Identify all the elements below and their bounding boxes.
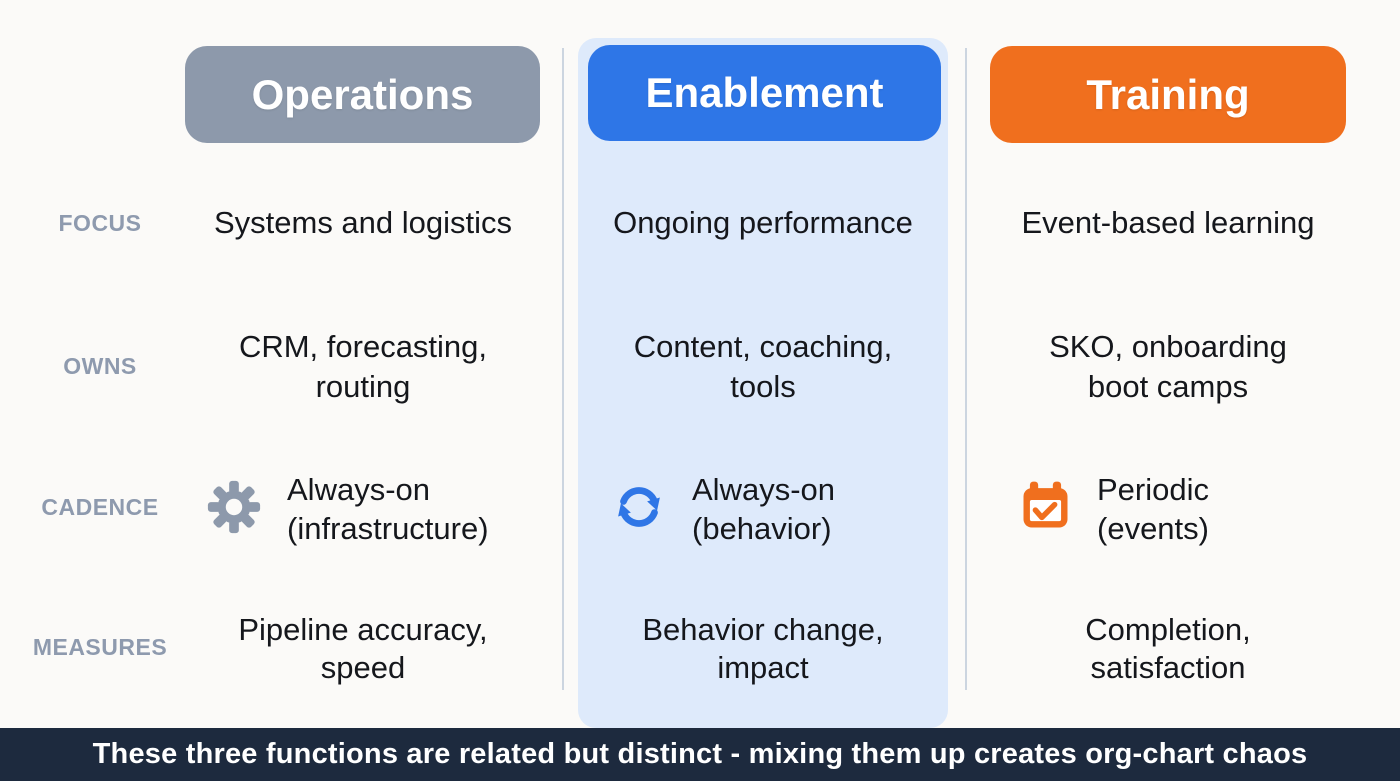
cell-operations-measures-line2: speed xyxy=(320,650,406,685)
cell-enablement-cadence-line2: (behavior) xyxy=(692,511,832,546)
column-header-enablement-label: Enablement xyxy=(645,69,884,116)
row-label-owns: OWNS xyxy=(63,353,137,379)
enablement-highlight-panel xyxy=(578,38,948,728)
cell-enablement-measures: Behavior change, impact xyxy=(563,611,963,687)
cell-enablement-measures-line1: Behavior change, xyxy=(642,612,884,647)
cell-training-cadence-line1: Periodic xyxy=(1097,472,1209,507)
cell-training-owns-line1: SKO, onboarding xyxy=(1049,329,1287,364)
cell-operations-cadence: Always-on (infrastructure) xyxy=(205,468,489,588)
cell-training-cadence-line2: (events) xyxy=(1097,511,1209,546)
cell-enablement-cadence-text: Always-on (behavior) xyxy=(692,470,835,548)
column-divider-left xyxy=(562,48,564,690)
column-header-operations-label: Operations xyxy=(251,70,474,118)
cell-operations-cadence-line2: (infrastructure) xyxy=(287,511,489,546)
gear-icon xyxy=(205,478,263,541)
column-header-enablement: Enablement xyxy=(588,45,941,141)
cell-enablement-measures-line2: impact xyxy=(717,650,809,685)
cell-training-measures: Completion, satisfaction xyxy=(968,611,1368,687)
cell-operations-owns-line2: routing xyxy=(315,369,411,404)
cell-enablement-owns-line2: tools xyxy=(730,369,796,404)
cell-operations-cadence-text: Always-on (infrastructure) xyxy=(287,470,489,548)
footer-caption-bar: These three functions are related but di… xyxy=(0,728,1400,781)
calendar-check-icon xyxy=(1018,478,1073,538)
cell-training-cadence: Periodic (events) xyxy=(1018,468,1209,588)
footer-caption-text: These three functions are related but di… xyxy=(92,738,1308,770)
cell-operations-measures: Pipeline accuracy, speed xyxy=(163,611,563,687)
cell-training-cadence-text: Periodic (events) xyxy=(1097,470,1209,548)
cell-operations-owns-line1: CRM, forecasting, xyxy=(238,329,488,364)
cell-training-measures-line2: satisfaction xyxy=(1090,650,1246,685)
row-label-cadence: CADENCE xyxy=(41,494,159,520)
cell-enablement-owns-line1: Content, coaching, xyxy=(633,329,893,364)
row-label-focus: FOCUS xyxy=(58,210,142,236)
cell-enablement-owns: Content, coaching, tools xyxy=(563,327,963,407)
column-divider-right xyxy=(965,48,967,690)
cell-enablement-cadence-line1: Always-on xyxy=(692,472,835,507)
cell-operations-measures-line1: Pipeline accuracy, xyxy=(238,612,488,647)
cell-training-measures-line1: Completion, xyxy=(1085,612,1251,647)
column-header-operations: Operations xyxy=(185,46,540,143)
cell-operations-focus: Systems and logistics xyxy=(213,205,513,240)
sync-icon xyxy=(610,478,668,541)
column-header-training-label: Training xyxy=(1086,70,1250,118)
cell-training-focus: Event-based learning xyxy=(1021,205,1315,240)
cell-training-owns: SKO, onboarding boot camps xyxy=(968,327,1368,407)
column-header-training: Training xyxy=(990,46,1346,143)
cell-enablement-cadence: Always-on (behavior) xyxy=(610,468,835,588)
cell-operations-cadence-line1: Always-on xyxy=(287,472,430,507)
cell-enablement-focus: Ongoing performance xyxy=(613,205,913,240)
cell-operations-owns: CRM, forecasting, routing xyxy=(163,327,563,407)
cell-training-owns-line2: boot camps xyxy=(1087,369,1249,404)
row-label-measures: MEASURES xyxy=(32,634,168,660)
